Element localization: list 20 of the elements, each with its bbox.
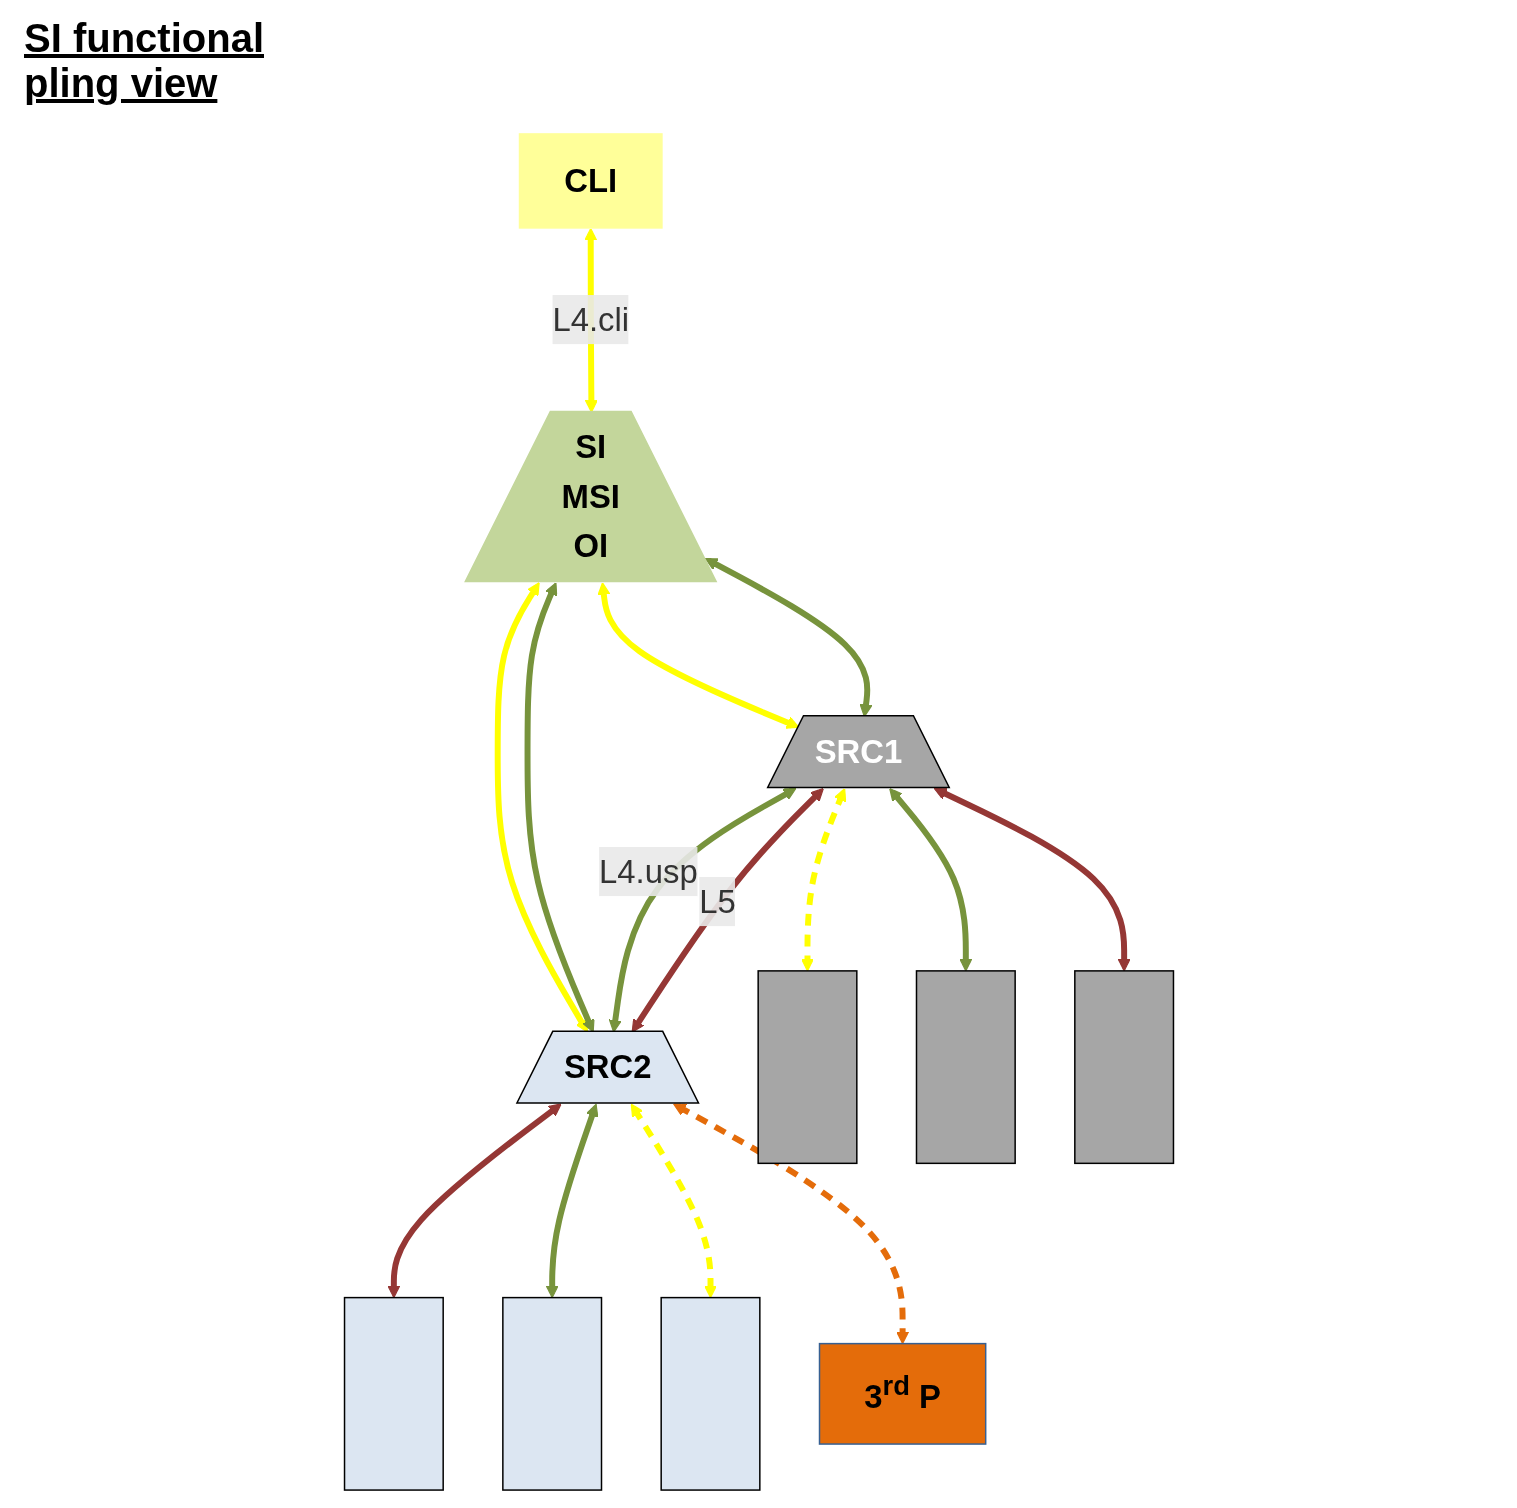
arrow	[672, 1103, 909, 1345]
arrow	[933, 787, 1131, 972]
edge-label: L4.cli	[551, 301, 629, 339]
node-box	[343, 1296, 444, 1491]
node-box: CLI	[518, 133, 663, 229]
node-box: 3$^{rd}$ P	[818, 1342, 986, 1445]
node-box	[756, 970, 858, 1165]
node-box	[915, 970, 1016, 1165]
arrow	[800, 788, 846, 972]
edge-label: L5	[698, 882, 736, 921]
arrow	[386, 1103, 562, 1299]
edge-label: L4.usp	[598, 852, 698, 891]
node-box	[1073, 970, 1174, 1165]
arrow	[596, 582, 799, 729]
arrow	[888, 788, 972, 972]
node-box	[659, 1296, 761, 1491]
arrow	[630, 1103, 717, 1299]
arrow	[545, 1103, 598, 1299]
node-box	[501, 1296, 602, 1491]
diagram-title: SI functional pling view	[24, 16, 265, 106]
